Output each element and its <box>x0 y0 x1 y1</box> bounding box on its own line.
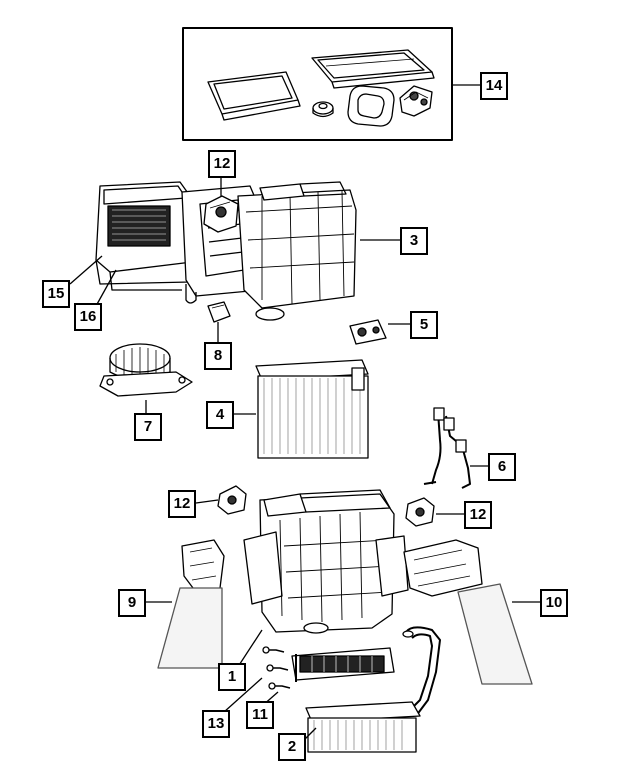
callout-15: 15 <box>42 280 70 308</box>
callout-12-left: 12 <box>168 490 196 518</box>
callout-3: 3 <box>400 227 428 255</box>
callout-10: 10 <box>540 589 568 617</box>
connector-8 <box>207 301 231 344</box>
grommet <box>312 101 334 118</box>
callout-6: 6 <box>488 453 516 481</box>
callout-4: 4 <box>206 401 234 429</box>
ptc-heater <box>291 647 395 682</box>
screw-11 <box>261 664 291 707</box>
callout-14: 14 <box>480 72 508 100</box>
blower-motor-7 <box>99 343 193 414</box>
callout-8: 8 <box>204 342 232 370</box>
duct-right-10 <box>403 539 540 685</box>
actuator-small <box>399 85 433 117</box>
callout-16: 16 <box>74 303 102 331</box>
callout-12-top: 12 <box>208 150 236 178</box>
actuator-right <box>405 497 435 527</box>
evaporator-core-4 <box>232 359 369 459</box>
heater-pipes <box>402 626 441 717</box>
kit-box-14 <box>182 27 480 141</box>
callout-1: 1 <box>218 663 246 691</box>
seal <box>347 85 395 127</box>
callout-12-right: 12 <box>464 501 492 529</box>
callout-9: 9 <box>118 589 146 617</box>
callout-11: 11 <box>246 701 274 729</box>
expansion-valve-5 <box>349 319 410 345</box>
callout-13: 13 <box>202 710 230 738</box>
screw-13 <box>223 646 285 713</box>
filter-frame-small <box>207 71 301 121</box>
filter-frame-large <box>311 49 435 89</box>
lower-hvac-case <box>195 485 464 677</box>
actuator-left <box>217 485 247 515</box>
wire-harness-6 <box>423 407 490 489</box>
upper-hvac-housing <box>69 178 400 321</box>
callout-5: 5 <box>410 311 438 339</box>
duct-left-9 <box>144 539 225 669</box>
callout-7: 7 <box>134 413 162 441</box>
callout-2: 2 <box>278 733 306 761</box>
actuator-top <box>203 195 239 233</box>
heater-core-2 <box>301 701 421 753</box>
